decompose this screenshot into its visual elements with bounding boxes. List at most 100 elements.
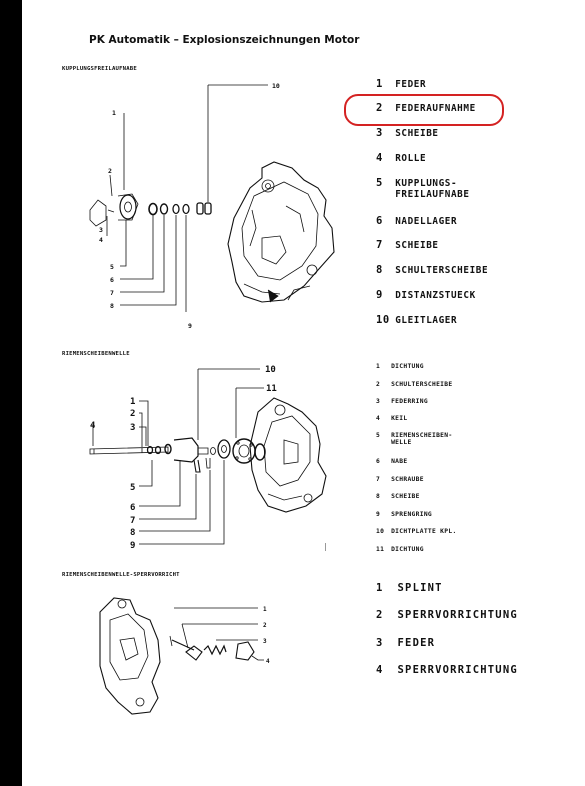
diagram-sperrvorrichtung	[99, 597, 264, 715]
part-number: 9	[376, 511, 381, 518]
part-name: SCHRAUBE	[391, 476, 424, 483]
part-name: KEIL	[391, 415, 408, 422]
part-number: 2	[376, 609, 384, 621]
part-name: SCHEIBE	[395, 240, 439, 251]
callout-label: 2	[130, 409, 135, 419]
part-number: 9	[376, 289, 383, 301]
part-item: 6 NADELLAGER	[376, 215, 457, 227]
part-name: FEDERRING	[391, 398, 428, 405]
part-item: 5 KUPPLUNGS- FREILAUFNABE	[376, 177, 470, 200]
part-name: DICHTUNG	[391, 546, 424, 553]
part-name-continued: FREILAUFNABE	[395, 189, 470, 200]
part-name: SPRENGRING	[391, 511, 433, 518]
part-name: DICHTUNG	[391, 363, 424, 370]
part-number: 1	[376, 78, 383, 90]
callout-label: 3	[130, 423, 135, 433]
part-item: 4 SPERRVORRICHTUNG	[376, 664, 518, 676]
part-item: 1 SPLINT	[376, 582, 443, 594]
part-item: 9 DISTANZSTUECK	[376, 289, 476, 301]
callout-label: 2	[108, 167, 112, 175]
callout-label: 10	[265, 365, 276, 375]
part-name: SPLINT	[397, 582, 443, 594]
part-number: 4	[376, 664, 384, 676]
part-name: DICHTPLATTE KPL.	[391, 528, 457, 535]
part-item: 10 GLEITLAGER	[376, 314, 457, 326]
part-item: 2 SCHULTERSCHEIBE	[376, 381, 452, 388]
part-number: 10	[376, 314, 390, 326]
part-item: 1 DICHTUNG	[376, 363, 424, 370]
part-number: 5	[376, 432, 381, 439]
part-name: SPERRVORRICHTUNG	[397, 609, 518, 621]
part-number: 8	[376, 493, 381, 500]
part-item: 3 SCHEIBE	[376, 127, 439, 139]
part-name: RIEMENSCHEIBEN-	[391, 432, 453, 439]
part-name: FEDERAUFNAHME	[395, 103, 476, 114]
part-item: 10 DICHTPLATTE KPL.	[376, 528, 457, 535]
part-name-continued: WELLE	[391, 439, 412, 446]
part-name: SPERRVORRICHTUNG	[397, 664, 518, 676]
part-name: GLEITLAGER	[395, 315, 458, 326]
callout-label: 2	[263, 622, 267, 629]
part-name: KUPPLUNGS-	[395, 178, 458, 189]
part-item: 7 SCHRAUBE	[376, 476, 424, 483]
callout-label: 3	[263, 638, 267, 645]
part-item: 11 DICHTUNG	[376, 546, 424, 553]
callout-label: 9	[188, 322, 192, 330]
part-number: 6	[376, 215, 383, 227]
callout-label: 10	[272, 82, 280, 90]
part-number: 7	[376, 239, 383, 251]
part-name: SCHEIBE	[391, 493, 420, 500]
part-number: 1	[376, 582, 384, 594]
part-item: 4 ROLLE	[376, 152, 426, 164]
diagram-kupplungsfreilaufnabe	[89, 84, 335, 312]
part-item: 3 FEDERRING	[376, 398, 428, 405]
part-item: 8 SCHULTERSCHEIBE	[376, 264, 488, 276]
part-item: 8 SCHEIBE	[376, 493, 420, 500]
callout-label: 3	[99, 226, 103, 234]
callout-label: 7	[130, 516, 135, 526]
part-number: 7	[376, 476, 381, 483]
page-title: PK Automatik – Explosionszeichnungen Mot…	[89, 34, 360, 46]
section-title-kupplungsfreilaufnabe: KUPPLUNGSFREILAUFNABE	[62, 66, 137, 72]
callout-label: 7	[110, 289, 114, 297]
callout-label: 8	[130, 528, 135, 538]
document-page: PK Automatik – Explosionszeichnungen Mot…	[22, 0, 585, 786]
part-item: 6 NABE	[376, 458, 407, 465]
callout-label: 4	[266, 658, 270, 665]
part-item: 3 FEDER	[376, 637, 435, 649]
part-number: 11	[376, 546, 385, 553]
section-title-riemenscheibenwelle: RIEMENSCHEIBENWELLE	[62, 351, 130, 357]
scan-mark	[325, 543, 326, 551]
part-item: 9 SPRENGRING	[376, 511, 432, 518]
part-item: 1 FEDER	[376, 78, 426, 90]
callout-label: 1	[112, 109, 116, 117]
part-number: 3	[376, 127, 383, 139]
callout-label: 5	[130, 483, 135, 493]
part-item: 2 FEDERAUFNAHME	[376, 102, 476, 114]
part-number: 6	[376, 458, 381, 465]
part-name: ROLLE	[395, 153, 427, 164]
part-number: 2	[376, 102, 383, 114]
part-number: 10	[376, 528, 385, 535]
callout-label: 6	[110, 276, 114, 284]
callout-label: 5	[110, 263, 114, 271]
section-title-sperrvorrichtung: RIEMENSCHEIBENWELLE-SPERRVORRICHT	[62, 572, 180, 578]
part-item: 7 SCHEIBE	[376, 239, 439, 251]
part-name: FEDER	[397, 637, 436, 649]
diagram-riemenscheibenwelle	[89, 368, 327, 545]
part-item: 4 KEIL	[376, 415, 407, 422]
part-name: NABE	[391, 458, 408, 465]
part-number: 8	[376, 264, 383, 276]
highlight-circle	[344, 94, 504, 126]
part-number: 4	[376, 152, 383, 164]
callout-label: 1	[263, 606, 267, 613]
part-name: FEDER	[395, 79, 427, 90]
callout-label: 4	[99, 236, 103, 244]
callout-label: 1	[130, 397, 135, 407]
part-name: SCHULTERSCHEIBE	[395, 265, 489, 276]
callout-label: 6	[130, 503, 135, 513]
part-number: 5	[376, 177, 383, 189]
part-item: 2 SPERRVORRICHTUNG	[376, 609, 518, 621]
callout-label: 9	[130, 541, 135, 551]
callout-label: 4	[90, 421, 96, 431]
